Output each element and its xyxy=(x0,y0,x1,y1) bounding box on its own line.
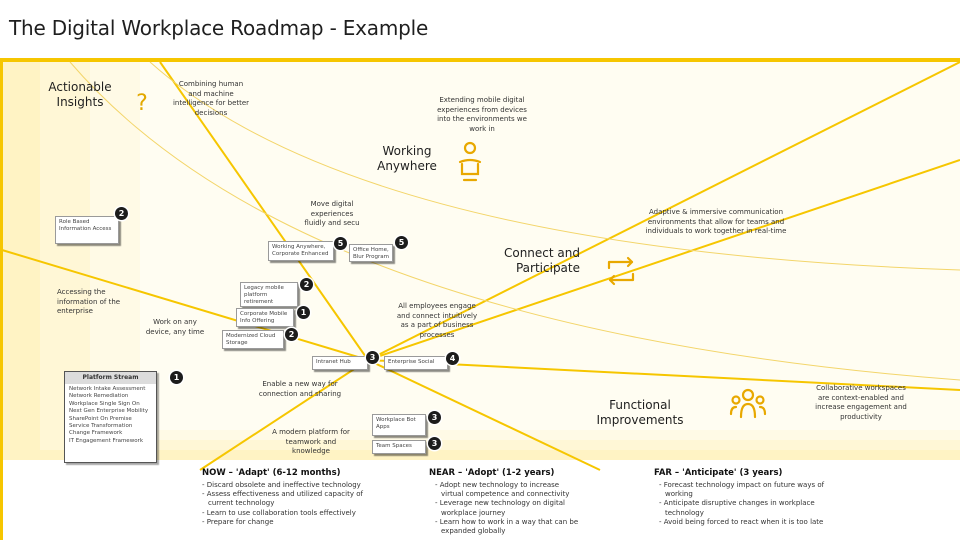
platform-line: Network Remediation xyxy=(69,393,129,400)
platform-line: Service Transformation xyxy=(69,423,133,430)
question-mark: ? xyxy=(136,91,148,116)
top-edge xyxy=(0,58,960,62)
person-icon xyxy=(458,141,482,182)
phase-near-list: Adopt new technology to increase virtual… xyxy=(433,481,583,536)
badge-intranet-hub: 3 xyxy=(366,351,379,364)
badge-workplace-bot: 3 xyxy=(428,411,441,424)
phase-now-list: Discard obsolete and ineffective technol… xyxy=(200,481,378,527)
box-team-spaces: Team Spaces xyxy=(372,440,426,454)
box-working-anywhere: Working Anywhere, Corporate Enhanced xyxy=(268,241,334,261)
line-bottom-left xyxy=(199,359,369,471)
badge-corporate-mobile: 1 xyxy=(297,306,310,319)
platform-line: Network Intake Assessment xyxy=(69,386,146,392)
left-edge xyxy=(0,60,3,540)
note-combining: Combining human and machine intelligence… xyxy=(172,80,250,117)
note-extending: Extending mobile digital experiences fro… xyxy=(437,96,527,133)
line-top-left xyxy=(159,61,369,361)
heading-working-anywhere: Working Anywhere xyxy=(377,144,437,173)
band-inner xyxy=(140,62,960,430)
box-corporate-mobile: Corporate Mobile Info Offering xyxy=(236,308,294,327)
line-bottom-right xyxy=(367,359,601,471)
heading-functional-improvements: Functional Improvements xyxy=(596,398,684,427)
box-workplace-bot: Workplace Bot Apps xyxy=(372,414,426,436)
badge-working-anywhere: 5 xyxy=(334,237,347,250)
perspective-lines xyxy=(1,61,960,471)
note-accessing: Accessing the information of the enterpr… xyxy=(57,288,121,315)
box-legacy-mobile: Legacy mobile platform retirement xyxy=(240,282,298,307)
note-work-any: Work on any device, any time xyxy=(145,318,205,336)
phase-item: Anticipate disruptive changes in workpla… xyxy=(657,499,825,517)
line-top-right xyxy=(367,61,960,361)
platform-stream-list: Network Intake Assessment Network Remedi… xyxy=(65,384,156,447)
badge-enterprise-social: 4 xyxy=(446,352,459,365)
badge-legacy-mobile: 2 xyxy=(300,278,313,291)
box-enterprise-social: Enterprise Social xyxy=(384,356,448,370)
line-left xyxy=(1,249,369,361)
phase-item: Prepare for change xyxy=(200,518,378,527)
platform-stream-title: Platform Stream xyxy=(65,372,156,384)
badge-team-spaces: 3 xyxy=(428,437,441,450)
platform-line: IT Engagement Framework xyxy=(69,437,144,444)
platform-line: SharePoint On Premise xyxy=(69,415,132,422)
platform-line: Workplace Single Sign On xyxy=(69,400,140,407)
phase-item: Leverage new technology on digital workp… xyxy=(433,499,583,517)
badge-role-based: 2 xyxy=(115,207,128,220)
platform-line: Change Framework xyxy=(69,430,123,437)
arc-2 xyxy=(69,61,960,381)
heading-actionable-insights: Actionable Insights xyxy=(48,80,112,109)
note-all-employees: All employees engage and connect intuiti… xyxy=(396,302,478,339)
phase-far-list: Forecast technology impact on future way… xyxy=(657,481,825,527)
phase-item: Assess effectiveness and utilized capaci… xyxy=(200,490,378,508)
note-adaptive: Adaptive & immersive communication envir… xyxy=(645,208,787,235)
line-mid-right xyxy=(367,159,960,361)
phase-item: Avoid being forced to react when it is t… xyxy=(657,518,825,527)
box-intranet-hub: Intranet Hub xyxy=(312,356,368,370)
box-office-home: Office Home, Blur Program xyxy=(349,244,393,262)
heading-connect-participate: Connect and Participate xyxy=(503,246,580,275)
note-enable: Enable a new way for connection and shar… xyxy=(258,380,342,398)
platform-stream-box: Platform Stream Network Intake Assessmen… xyxy=(64,371,157,463)
badge-modern-storage: 2 xyxy=(285,328,298,341)
cycle-arrows-icon xyxy=(607,256,635,286)
team-icon xyxy=(729,388,767,419)
phase-item: Discard obsolete and ineffective technol… xyxy=(200,481,378,490)
concentric-arcs xyxy=(69,61,960,381)
line-right xyxy=(367,359,960,391)
note-collaborative: Collaborative workspaces are context-ena… xyxy=(815,384,907,421)
page-title: The Digital Workplace Roadmap - Example xyxy=(9,16,429,40)
phase-near-title: NEAR – 'Adopt' (1-2 years) xyxy=(429,468,555,478)
platform-line: Next Gen Enterprise Mobility xyxy=(69,408,149,415)
arc-1 xyxy=(149,61,960,271)
note-move-digital: Move digital experiences fluidly and sec… xyxy=(304,200,360,227)
phase-item: Learn to use collaboration tools effecti… xyxy=(200,509,378,518)
phase-item: Learn how to work in a way that can be e… xyxy=(433,518,583,536)
phase-far-title: FAR – 'Anticipate' (3 years) xyxy=(654,468,783,478)
box-role-based: Role Based Information Access xyxy=(55,216,119,244)
badge-platform-stream: 1 xyxy=(170,371,183,384)
note-modern-platform: A modern platform for teamwork and knowl… xyxy=(272,428,350,455)
yellow-bands xyxy=(2,62,960,460)
box-modern-storage: Modernized Cloud Storage xyxy=(222,330,284,349)
phase-item: Forecast technology impact on future way… xyxy=(657,481,825,499)
phase-now-title: NOW – 'Adapt' (6-12 months) xyxy=(202,468,341,478)
phase-item: Adopt new technology to increase virtual… xyxy=(433,481,583,499)
badge-office-home: 5 xyxy=(395,236,408,249)
